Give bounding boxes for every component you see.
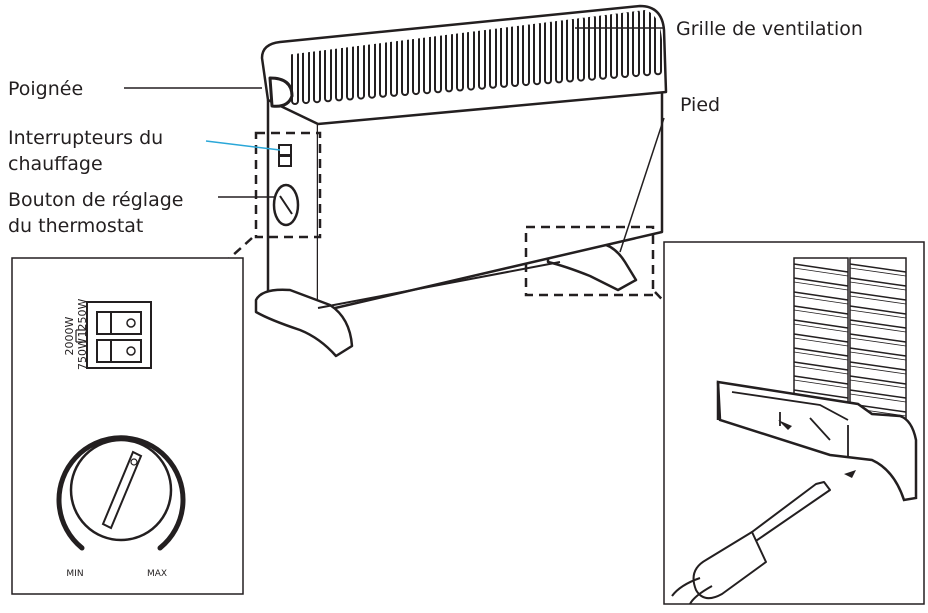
fin-line xyxy=(849,361,907,371)
fin-line xyxy=(793,361,849,371)
screwdriver-icon xyxy=(671,481,831,604)
fin-line xyxy=(849,291,907,301)
label-1250w: 1250W xyxy=(76,298,89,337)
switch-750w-indicator xyxy=(126,346,136,356)
label-interrupteurs-line2: chauffage xyxy=(8,153,103,175)
dial-pointer xyxy=(101,450,143,530)
fin-line xyxy=(849,263,907,273)
label-bouton-line1: Bouton de réglage xyxy=(8,189,184,211)
fin-line xyxy=(849,277,907,287)
fin-line xyxy=(793,319,849,329)
label-750w: 750W xyxy=(76,338,89,370)
foot-callout-box xyxy=(524,225,655,297)
leader-interrupteurs xyxy=(205,140,281,151)
fin-line xyxy=(793,277,849,287)
switch-1250w xyxy=(96,311,142,335)
fin-line xyxy=(793,305,849,315)
fin-line xyxy=(793,291,849,301)
leader-lines xyxy=(124,27,665,253)
fin-line xyxy=(793,389,849,399)
vent-slot xyxy=(654,10,662,76)
screw-icon xyxy=(778,420,856,478)
fin-line xyxy=(849,347,907,357)
fin-line xyxy=(849,319,907,329)
vent-slot xyxy=(643,10,651,77)
switch-1250w-indicator xyxy=(126,318,136,328)
label-2000w: 2000W xyxy=(63,316,76,355)
dial-max-label: MAX xyxy=(147,569,167,579)
heater xyxy=(254,4,668,358)
fin-line xyxy=(793,375,849,385)
controls-callout-box xyxy=(254,131,322,239)
dial-scale-arc xyxy=(56,435,186,551)
fin-line xyxy=(849,375,907,385)
label-bouton-line2: du thermostat xyxy=(8,215,144,237)
foot-bracket xyxy=(716,380,918,502)
switch-bottom xyxy=(278,155,292,167)
fin-line xyxy=(849,333,907,343)
fin-line xyxy=(793,333,849,343)
label-interrupteurs-line1: Interrupteurs du xyxy=(8,127,164,149)
controls-inset: 1250W 750W 2000W MIN MAX xyxy=(11,257,244,595)
leader-pied xyxy=(619,117,665,253)
fin-line xyxy=(849,389,907,399)
fin-line xyxy=(793,347,849,357)
heater-switches xyxy=(278,144,292,167)
foot-inset xyxy=(663,241,925,605)
base-bar xyxy=(317,261,561,309)
label-grille-ventilation: Grille de ventilation xyxy=(676,18,863,40)
label-poignee: Poignée xyxy=(8,78,84,100)
dial-min-label: MIN xyxy=(66,569,83,579)
switch-top xyxy=(278,144,292,156)
switch-750w xyxy=(96,339,142,363)
label-pied: Pied xyxy=(680,94,721,116)
heater-thermostat-knob xyxy=(272,183,300,227)
fin-line xyxy=(849,305,907,315)
fin-line xyxy=(793,263,849,273)
vent-slot xyxy=(632,10,640,78)
